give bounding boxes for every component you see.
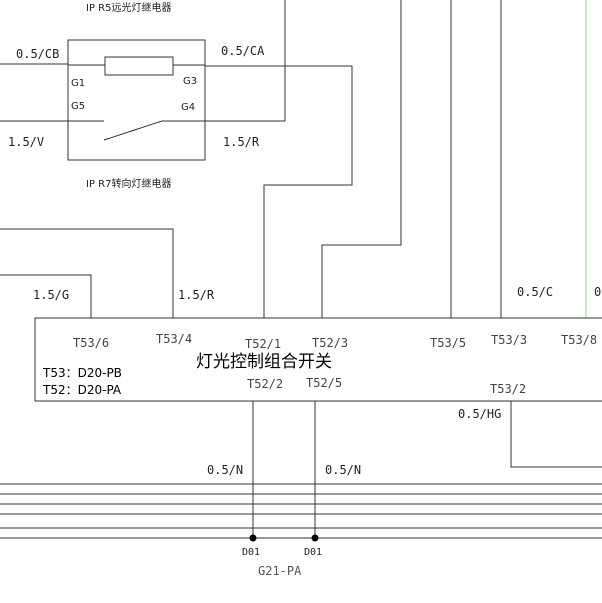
- pin-t52-1: T52/1: [245, 337, 281, 351]
- pin-t53-4: T53/4: [156, 332, 192, 346]
- pin-t53-6: T53/6: [73, 336, 109, 350]
- relay-r5: [67, 39, 206, 161]
- pin-g1: G1: [71, 78, 85, 89]
- wire-15r-b: [0, 228, 174, 318]
- relay-r5-box: [67, 39, 206, 161]
- pin-t52-2: T52/2: [247, 377, 283, 391]
- relay-contact: [103, 120, 163, 141]
- ground-dot-a: [249, 534, 257, 542]
- pin-t53-5: T53/5: [430, 336, 466, 350]
- ground-point-label: G21-PA: [258, 564, 302, 578]
- pin-t52-3: T52/3: [312, 336, 348, 350]
- pin-t53-3: T53/3: [491, 333, 527, 347]
- relay-r7-title: IP R7转向灯继电器: [86, 177, 171, 190]
- wire-t52-3: [321, 0, 402, 318]
- wire-label-05n-a: 0.5/N: [207, 463, 243, 477]
- ground-label-d01-b: D01: [304, 547, 322, 558]
- wire-15g: [0, 274, 92, 318]
- switch-module-title: 灯光控制组合开关: [196, 352, 332, 372]
- relay-r5-title: IP R5远光灯继电器: [86, 1, 171, 14]
- pin-g5: G5: [71, 101, 85, 112]
- wire-05ca: [205, 65, 353, 318]
- pin-g3: G3: [183, 76, 197, 87]
- wire-label-0: 0: [594, 285, 601, 299]
- pin-g4: G4: [181, 102, 195, 113]
- wire-label-15g: 1.5/G: [33, 288, 69, 302]
- wire-label-05ca: 0.5/CA: [221, 44, 265, 58]
- wire-label-05cb: 0.5/CB: [16, 47, 59, 61]
- wire-r5-top: [205, 0, 286, 122]
- ground-dot-b: [311, 534, 319, 542]
- connector-t53: T53：D20-PB: [42, 366, 122, 380]
- ground-label-d01-a: D01: [242, 547, 260, 558]
- wire-label-05hg: 0.5/HG: [458, 407, 501, 421]
- wire-label-05c: 0.5/C: [517, 285, 553, 299]
- wire-lines: [0, 0, 602, 539]
- wire-label-05n-b: 0.5/N: [325, 463, 361, 477]
- connector-t52: T52：D20-PA: [42, 383, 122, 397]
- pin-t53-8: T53/8: [561, 333, 597, 347]
- wire-05hg: [510, 401, 602, 468]
- wire-label-15r-a: 1.5/R: [223, 135, 260, 149]
- wire-label-15v: 1.5/V: [8, 135, 44, 149]
- pin-t52-5: T52/5: [306, 376, 342, 390]
- wire-label-15r-b: 1.5/R: [178, 288, 215, 302]
- relay-coil: [104, 56, 174, 76]
- switch-module-box: [34, 317, 602, 402]
- pin-t53-2: T53/2: [490, 382, 526, 396]
